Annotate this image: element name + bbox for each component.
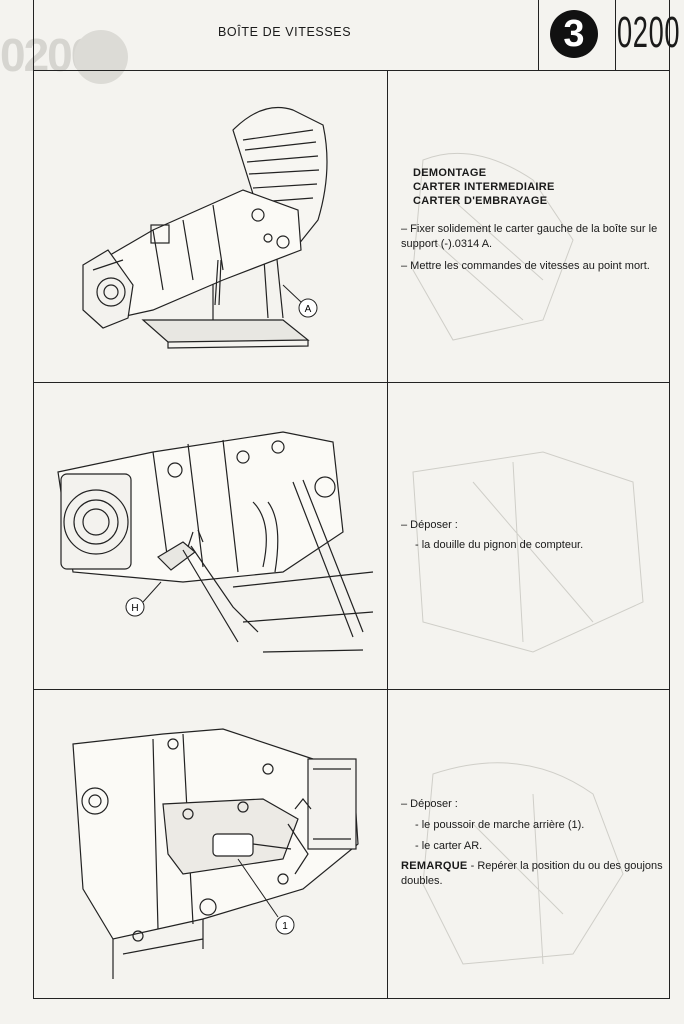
remark: REMARQUE - Repérer la position du ou des…: [401, 859, 663, 889]
remark-text: - Repérer la position du ou des goujons …: [401, 860, 663, 887]
item-poussoir: - le poussoir de marche arrière (1).: [415, 819, 585, 831]
step-point-mort: – Mettre les commandes de vitesses au po…: [401, 260, 650, 272]
item-douille: - la douille du pignon de compteur.: [415, 539, 584, 551]
deposer-intro: – Déposer :: [401, 519, 458, 531]
chapter-badge-box: 3: [538, 0, 616, 70]
page-title: BOÎTE DE VITESSES: [218, 25, 352, 39]
gearbox-on-stand-illustration: A: [82, 106, 328, 349]
remark-label: REMARQUE: [401, 860, 468, 872]
ghost-bleed-drawing-2: [412, 451, 644, 653]
ghost-chapter-circle: [74, 30, 128, 84]
heading-line-1: DEMONTAGE: [413, 167, 487, 179]
deposer-intro-2: – Déposer :: [401, 798, 458, 810]
ghost-bleed-drawing-3: [422, 762, 624, 965]
step-fixer: – Fixer solidement le carter gauche de l…: [401, 223, 658, 250]
page-code: 0200: [617, 8, 681, 57]
ghost-bleed-drawing: [412, 152, 574, 341]
heading-line-3: CARTER D'EMBRAYAGE: [413, 195, 548, 207]
page-header: BOÎTE DE VITESSES 3 0200: [33, 0, 680, 71]
item-carter-ar: - le carter AR.: [415, 840, 483, 852]
callout-h: H: [131, 603, 138, 614]
heading-line-2: CARTER INTERMEDIAIRE: [413, 181, 555, 193]
column-divider: [387, 689, 388, 998]
instructions-douille: – Déposer : - la douille du pignon de co…: [397, 382, 665, 689]
callout-a: A: [305, 304, 312, 315]
chapter-number-badge: 3: [550, 10, 598, 58]
column-divider: [387, 70, 388, 382]
section-demontage: A DEMONTAGE CARTER INTERMEDIAIRE CARTER …: [33, 70, 670, 383]
callout-1: 1: [282, 921, 288, 932]
section-douille: H – Déposer : - la douille du pignon de …: [33, 382, 670, 690]
reverse-plunger-removal-illustration: 1: [72, 728, 359, 979]
column-divider: [387, 382, 388, 689]
instructions-poussoir: – Déposer : - le poussoir de marche arri…: [397, 689, 665, 998]
section-poussoir: 1 – Déposer : - le poussoir de marche ar…: [33, 689, 670, 998]
instructions-demontage: DEMONTAGE CARTER INTERMEDIAIRE CARTER D'…: [397, 70, 665, 382]
page-frame: [33, 0, 670, 999]
speedometer-sleeve-removal-illustration: H: [57, 431, 374, 653]
